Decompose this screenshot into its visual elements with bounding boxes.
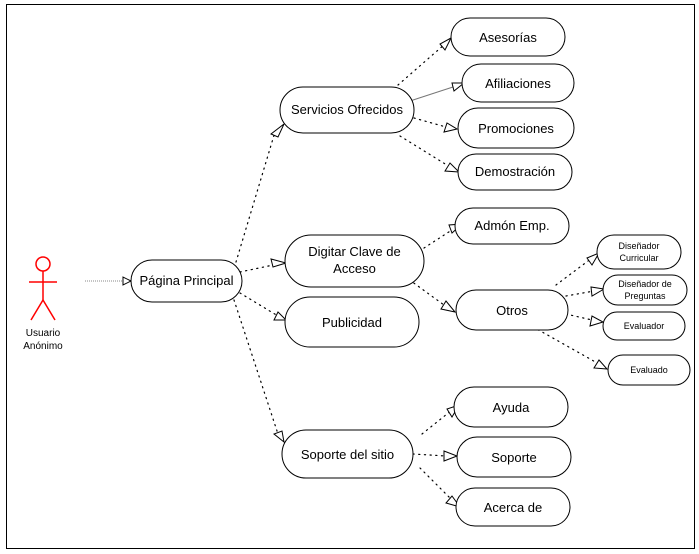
use-case-otros: Otros (455, 289, 569, 331)
label-ayuda: Ayuda (493, 400, 530, 415)
arrowheads (270, 36, 609, 508)
connector-asesorias (397, 43, 446, 86)
label-digitar-clave-line1: Digitar Clave de (308, 244, 401, 259)
use-case-digitar-clave: Digitar Clave de Acceso (284, 234, 425, 288)
label-digitar-clave-line2: Acceso (333, 261, 376, 276)
use-case-publicidad: Publicidad (284, 296, 420, 348)
arrow-soporte (443, 450, 459, 462)
label-servicios-ofrecidos: Servicios Ofrecidos (291, 102, 403, 117)
use-case-evaluado: Evaluado (607, 354, 691, 386)
actor-association-arrow (122, 276, 133, 286)
connector-demostracion (399, 135, 451, 168)
connector-disenador-preguntas (565, 290, 595, 297)
connectors (233, 43, 600, 501)
use-case-soporte-del-sitio: Soporte del sitio (281, 429, 414, 479)
arrow-publicidad (273, 311, 288, 321)
actor-usuario-anonimo: Usuario Anónimo (23, 256, 63, 352)
arrow-digitar (270, 258, 288, 268)
use-case-servicios-ofrecidos: Servicios Ofrecidos (279, 86, 415, 134)
use-case-promociones: Promociones (457, 107, 575, 149)
arrow-asesorias (439, 36, 453, 51)
label-disenador-curricular-line2: Curricular (619, 253, 658, 263)
arrow-servicios (270, 123, 285, 138)
connector-disenador-curricular (555, 257, 593, 286)
arrow-soporte-sitio (273, 430, 285, 444)
connector-soporte-sitio (233, 299, 279, 435)
arrow-promociones (443, 122, 459, 133)
connector-digitar (239, 263, 279, 273)
label-acerca-de: Acerca de (484, 500, 543, 515)
connector-afiliaciones (409, 85, 457, 102)
use-case-soporte: Soporte (456, 436, 572, 478)
connector-otros (399, 272, 445, 306)
label-asesorias: Asesorías (479, 30, 537, 45)
label-soporte: Soporte (491, 450, 537, 465)
arrow-afiliaciones (451, 82, 466, 92)
arrow-disenador-curricular (586, 251, 601, 266)
arrow-demostracion (444, 162, 461, 173)
connector-admon (423, 227, 456, 249)
connector-publicidad (239, 292, 279, 317)
use-case-disenador-preguntas: Diseñador de Preguntas (602, 274, 688, 306)
actor-label-line2: Anónimo (23, 341, 63, 352)
arrow-evaluado (593, 359, 609, 370)
label-disenador-curricular-line1: Diseñador (618, 241, 659, 251)
connector-evaluado (527, 323, 600, 365)
use-case-ayuda: Ayuda (453, 386, 569, 428)
label-disenador-preguntas-line2: Preguntas (624, 291, 666, 301)
arrow-evaluador (589, 315, 605, 327)
use-case-asesorias: Asesorías (450, 17, 566, 57)
connector-ayuda (421, 409, 453, 435)
use-case-afiliaciones: Afiliaciones (461, 63, 575, 103)
label-admon-emp: Admón Emp. (474, 218, 549, 233)
connector-promociones (413, 117, 447, 128)
label-soporte-del-sitio: Soporte del sitio (301, 447, 394, 462)
arrow-otros (440, 300, 457, 313)
label-pagina-principal: Página Principal (140, 273, 234, 288)
actor-label-line1: Usuario (26, 328, 61, 339)
stick-figure-icon (29, 256, 57, 321)
connector-evaluador (565, 313, 593, 321)
label-publicidad: Publicidad (322, 315, 382, 330)
arrow-disenador-preguntas (590, 286, 606, 297)
label-otros: Otros (496, 303, 528, 318)
use-case-admon-emp: Admón Emp. (454, 207, 570, 245)
label-evaluado: Evaluado (630, 365, 668, 375)
use-case-demostracion: Demostración (457, 153, 573, 191)
connector-soporte (412, 453, 447, 457)
label-disenador-preguntas-line1: Diseñador de (618, 279, 672, 289)
use-case-acerca-de: Acerca de (455, 487, 571, 527)
use-case-disenador-curricular: Diseñador Curricular (596, 234, 682, 270)
label-afiliaciones: Afiliaciones (485, 76, 551, 91)
label-evaluador: Evaluador (624, 321, 665, 331)
connector-acerca (419, 467, 453, 501)
use-case-evaluador: Evaluador (602, 311, 686, 341)
connector-servicios (235, 131, 276, 263)
label-demostracion: Demostración (475, 164, 555, 179)
label-promociones: Promociones (478, 121, 554, 136)
use-case-pagina-principal: Página Principal (130, 259, 243, 303)
